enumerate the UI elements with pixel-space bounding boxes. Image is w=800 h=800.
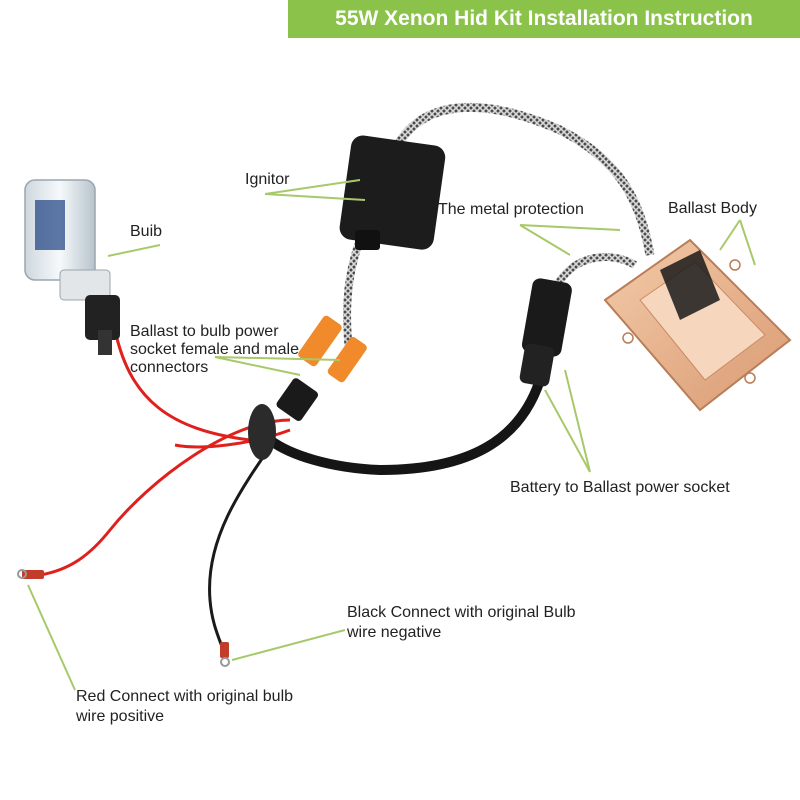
label-ignitor: Ignitor <box>245 171 290 188</box>
page-title: 55W Xenon Hid Kit Installation Instructi… <box>335 7 753 30</box>
battery-socket-plug <box>519 278 572 387</box>
label-black-connect-1: Black Connect with original Bulb <box>347 604 576 621</box>
label-bulb: Buib <box>130 223 163 240</box>
leader-lines <box>27 179 756 691</box>
label-socket-connectors-3: connectors <box>130 359 209 376</box>
label-ballast-body: Ballast Body <box>668 200 757 217</box>
label-metal-protection: The metal protection <box>438 201 584 218</box>
black-wire <box>208 439 277 656</box>
label-socket-connectors-1: Ballast to bulb power <box>130 323 279 340</box>
label-socket-connectors-2: socket female and male <box>130 341 299 358</box>
rubber-grommet <box>248 404 276 460</box>
battery-cable <box>267 378 545 476</box>
label-battery-socket: Battery to Ballast power socket <box>510 479 730 496</box>
label-red-connect-1: Red Connect with original bulb <box>76 688 294 705</box>
label-red-connect-2: wire positive <box>76 708 165 725</box>
red-wire <box>39 329 291 577</box>
label-black-connect-2: wire negative <box>347 624 442 641</box>
wire-terminal-icon <box>17 569 230 667</box>
ignitor-box-icon <box>339 135 446 250</box>
connector-plug-icon <box>276 315 367 421</box>
ballast-box-icon <box>603 238 792 412</box>
hid-bulb-icon <box>24 179 120 355</box>
title-bar: 55W Xenon Hid Kit Installation Instructi… <box>288 0 800 38</box>
